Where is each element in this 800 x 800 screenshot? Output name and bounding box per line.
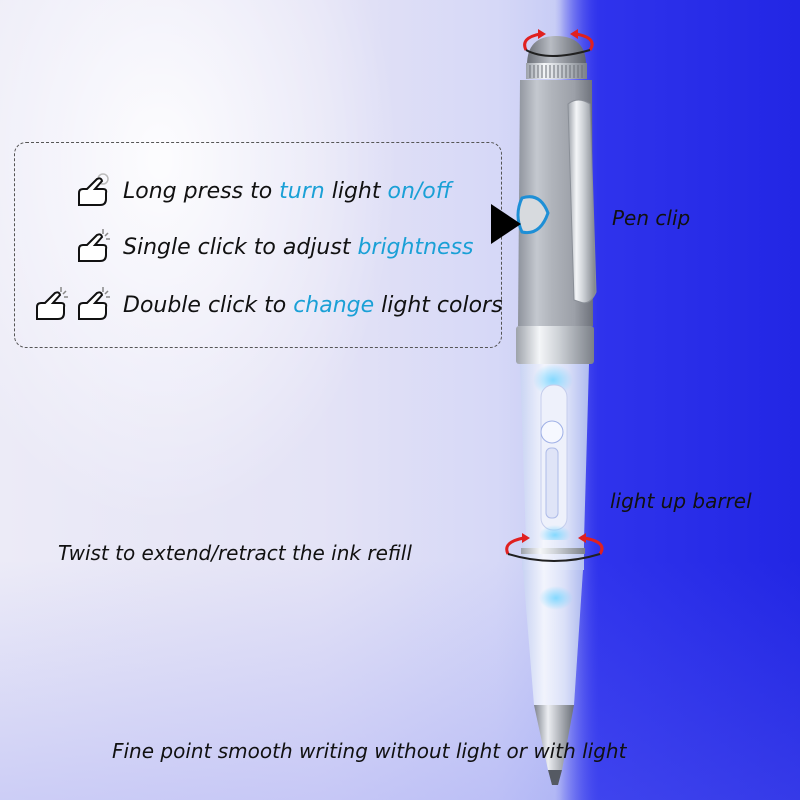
hand-tap-icon [36, 287, 68, 320]
instruction-long-press: Long press to turn light on/off [123, 178, 452, 204]
hand-tap-icon [78, 287, 110, 320]
light-barrel-label: light up barrel [610, 489, 752, 513]
button-instructions-box: Long press to turn light on/off Single c… [14, 142, 503, 348]
rotation-arrows-icon [505, 533, 604, 562]
pen-chrome-band [516, 326, 594, 364]
pen-tip-cone [534, 705, 574, 770]
background-blue-band [555, 0, 800, 800]
hand-tap-icon [78, 229, 110, 262]
instruction-double-click: Double click to change light colors [123, 292, 503, 318]
rotation-arrows-icon [523, 29, 594, 57]
twist-label: Twist to extend/retract the ink refill [58, 541, 412, 565]
background-bottom-tint [0, 560, 800, 800]
instruction-row-double-click: Double click to change light colors [15, 285, 503, 325]
instruction-row-single-click: Single click to adjust brightness [15, 227, 503, 267]
instruction-row-long-press: Long press to turn light on/off [15, 171, 503, 211]
pen-cap-top [527, 36, 586, 65]
led-glow-bottom [539, 586, 573, 610]
pen-inner-ball [540, 420, 564, 444]
pen-clip [567, 99, 597, 304]
pen-nib [548, 770, 562, 785]
fine-point-label: Fine point smooth writing without light … [112, 739, 627, 763]
pointer-arrow-icon [491, 204, 521, 244]
pen-clip-label: Pen clip [612, 206, 691, 230]
pen-twist-ring [521, 548, 585, 554]
pen-inner-rod [545, 447, 559, 519]
instruction-single-click: Single click to adjust brightness [123, 234, 474, 260]
pen-twist-section [522, 540, 584, 570]
pen-knurled-ring [526, 63, 587, 79]
hand-press-icon [78, 173, 109, 206]
